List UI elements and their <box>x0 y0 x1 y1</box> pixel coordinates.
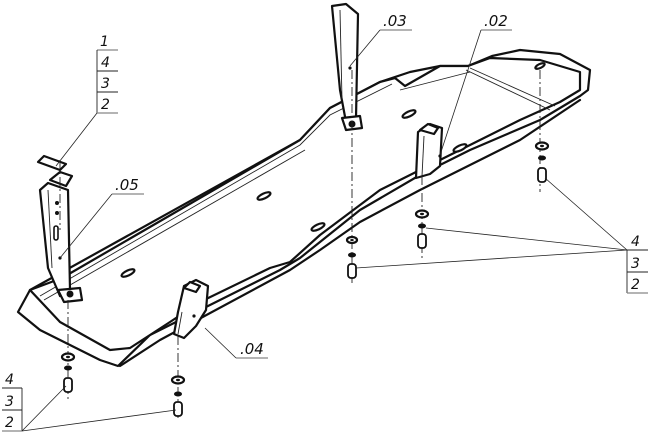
callout-label: .02 <box>484 12 508 30</box>
item-number: 3 <box>5 394 14 410</box>
callout-label: .05 <box>115 176 139 194</box>
item-number: 3 <box>101 76 110 92</box>
callout-04: .04 <box>204 327 268 359</box>
slot <box>452 143 468 153</box>
bracket-04 <box>172 278 210 340</box>
item-number: 4 <box>5 372 14 388</box>
callout-label: .03 <box>383 12 407 30</box>
item-stack-bottom-left: 4 3 2 <box>2 372 177 432</box>
item-number: 2 <box>631 277 640 293</box>
spacer-plate-1 <box>36 154 68 172</box>
fastener-set <box>170 375 186 417</box>
slot <box>310 222 326 232</box>
bracket-03 <box>330 2 364 132</box>
fastener-set <box>414 209 430 249</box>
item-number: 2 <box>101 97 110 113</box>
slot <box>120 268 136 278</box>
item-stack-right: 4 3 2 <box>355 177 648 294</box>
item-number: 4 <box>101 55 110 71</box>
item-number: 4 <box>631 234 640 250</box>
slot <box>534 62 546 70</box>
callout-02: .02 <box>439 12 512 156</box>
item-number: 3 <box>631 256 640 272</box>
item-number: 1 <box>100 34 109 50</box>
item-stack-top-left: 1 4 3 2 <box>55 34 118 167</box>
fastener-set <box>345 235 359 279</box>
slot <box>256 191 272 201</box>
slot <box>401 109 417 119</box>
bracket-right <box>414 122 444 180</box>
item-number: 2 <box>5 415 14 431</box>
callout-05: .05 <box>59 176 144 259</box>
callout-label: .04 <box>240 340 264 358</box>
bracket-05 <box>38 170 84 304</box>
callout-03: .03 <box>349 12 412 67</box>
fastener-set <box>60 352 76 393</box>
fastener-set <box>534 141 550 183</box>
